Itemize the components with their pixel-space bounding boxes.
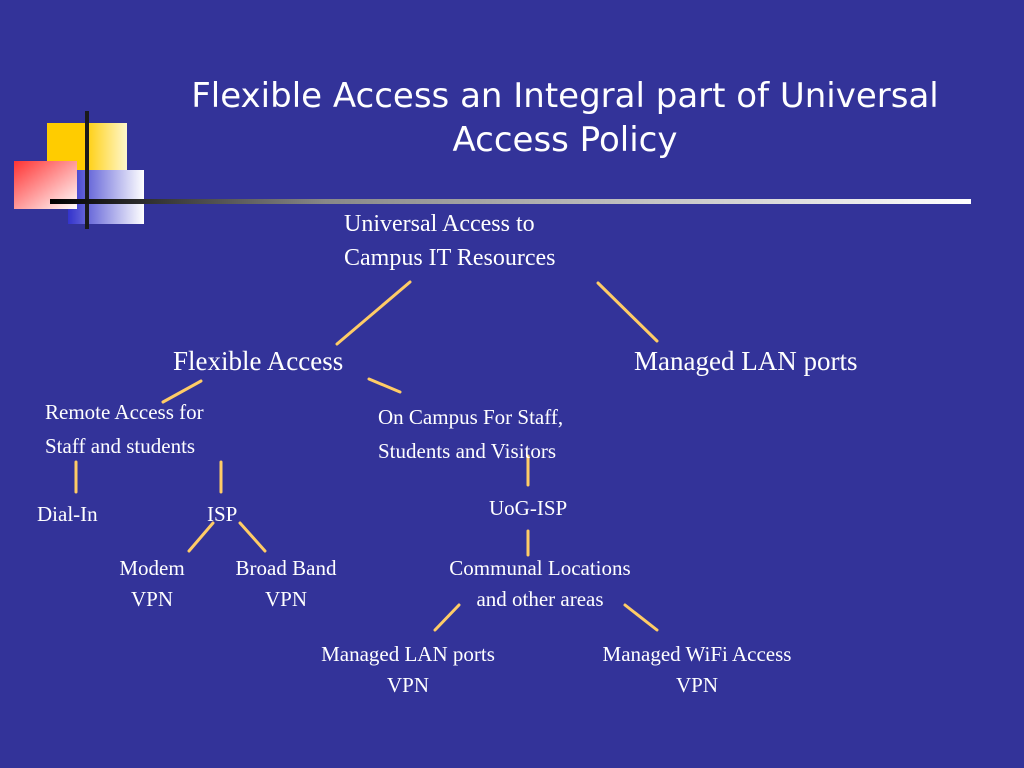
connector-communal-to-lan: [433, 603, 461, 632]
connector-flexible-to-oncampus: [367, 377, 402, 394]
logo-vertical-bar: [85, 111, 89, 229]
node-modem-vpn: Modem VPN: [119, 556, 185, 611]
connector-root-to-flexible: [335, 280, 412, 346]
node-managed-lan-ports: Managed LAN ports: [634, 346, 858, 376]
logo-blue-square: [68, 170, 144, 224]
title-line2: Access Policy: [452, 120, 678, 160]
node-managed-wifi-vpn: Managed WiFi Access VPN: [602, 642, 792, 697]
node-communal-locations: Communal Locations and other areas: [449, 556, 631, 611]
page-title: Flexible Access an Integral part of Univ…: [150, 74, 980, 162]
connector-communal-to-wifi: [623, 603, 659, 632]
connector-flexible-to-remote: [161, 379, 203, 404]
connector-isp-to-modem: [187, 521, 215, 553]
node-flexible-access: Flexible Access: [173, 346, 344, 376]
node-on-campus: On Campus For Staff, Students and Visito…: [378, 405, 564, 463]
connector-isp-to-broadband: [238, 521, 267, 553]
node-broadband-vpn: Broad Band VPN: [235, 556, 337, 611]
title-line1: Flexible Access an Integral part of Univ…: [191, 76, 939, 116]
title-rule: [50, 199, 971, 204]
node-remote-access: Remote Access for Staff and students: [45, 400, 204, 458]
node-isp: ISP: [207, 502, 238, 526]
connector-root-to-managed-lan: [596, 281, 659, 343]
node-universal-access: Universal Access to Campus IT Resources: [344, 211, 556, 271]
node-uog-isp: UoG-ISP: [489, 496, 568, 520]
node-dial-in: Dial-In: [37, 502, 98, 526]
node-managed-lan-vpn: Managed LAN ports VPN: [321, 642, 495, 697]
